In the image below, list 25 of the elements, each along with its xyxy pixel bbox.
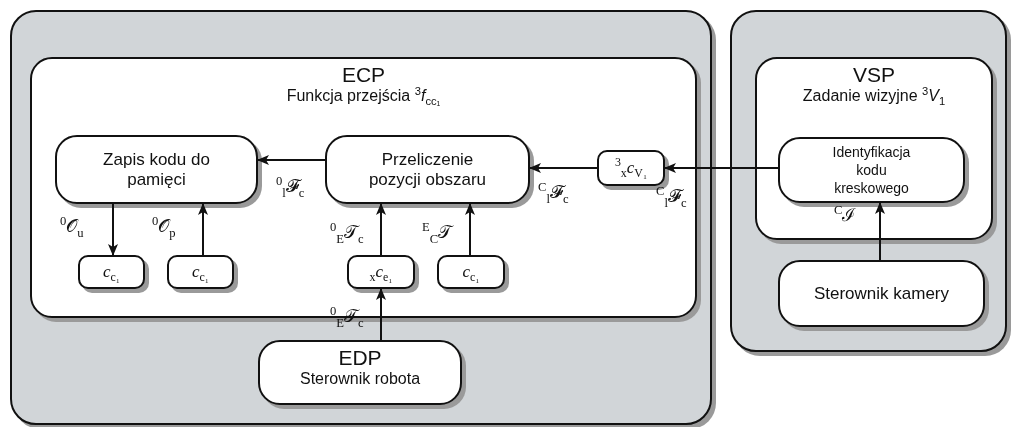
process-label: Zapis kodu do pamięci <box>102 149 211 190</box>
arrow <box>198 203 208 256</box>
process-label: Sterownik kamery <box>812 283 951 304</box>
arrow <box>465 203 475 256</box>
variable-label: c$_{c₁}$ <box>192 262 209 282</box>
component-title: ECP <box>341 63 386 86</box>
arrow <box>376 288 386 341</box>
component-title: EDP <box>338 346 382 369</box>
component-title: VSP <box>853 63 895 86</box>
variable-label: c$_{c₁}$ <box>462 262 480 282</box>
arrow <box>529 163 598 173</box>
arrow <box>875 202 885 261</box>
arrow <box>664 163 779 173</box>
process-label: Identyfikacja kodu kreskowego <box>831 143 912 197</box>
process-label: Przeliczenie pozycji obszaru <box>367 149 488 190</box>
component-subtitle: Funkcja przejścia $^{3}$f$_{cc₁}$ <box>286 86 441 106</box>
edge-label: $^{0}$𝒪$_{u}$ <box>60 216 84 236</box>
component-subtitle: Zadanie wizyjne $^{3}$V$_{1}$ <box>802 86 946 106</box>
variable-label: c$_{c₁}$ <box>103 262 120 282</box>
arrow <box>376 203 386 256</box>
arrow <box>108 203 118 256</box>
component-subtitle: Sterownik robota <box>299 369 421 389</box>
arrow <box>257 155 326 165</box>
variable-label: $_{x}$c$_{e₁}$ <box>369 262 393 282</box>
edge-label: $^{C}$ℐ <box>834 205 856 225</box>
